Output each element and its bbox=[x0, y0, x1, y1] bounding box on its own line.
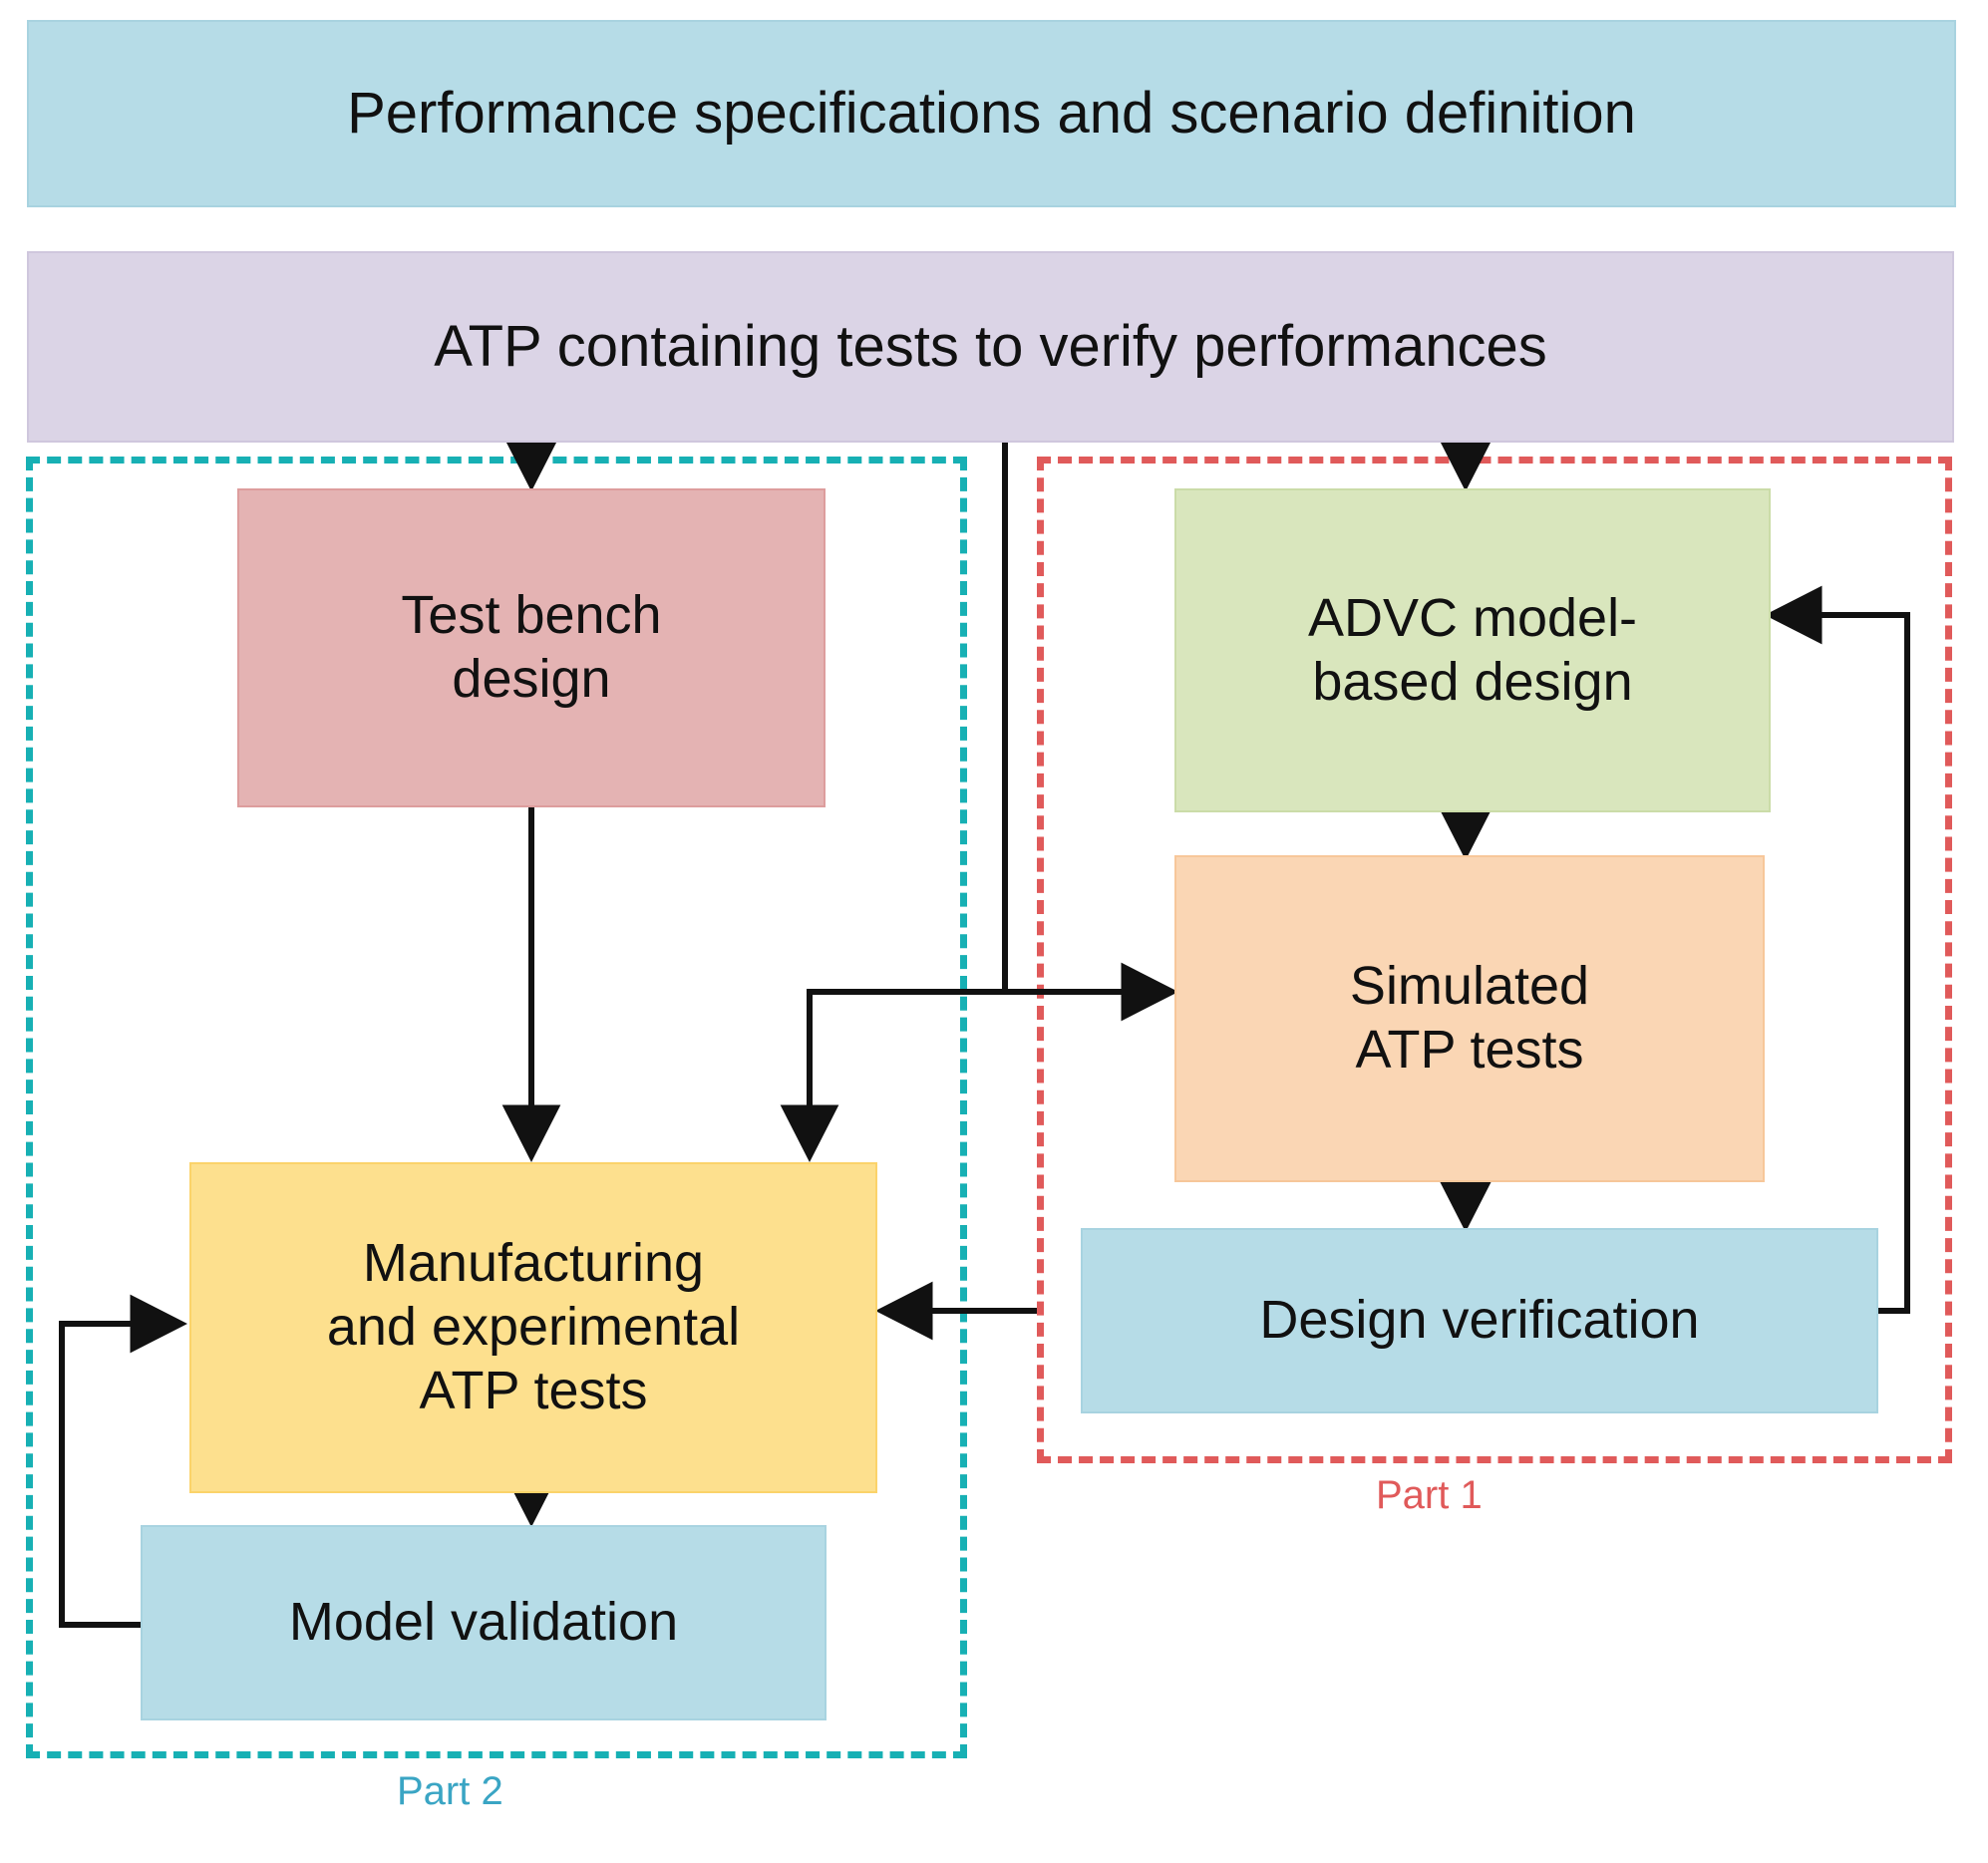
node-design-verification[interactable]: Design verification bbox=[1081, 1228, 1878, 1413]
node-performance-specifications-label: Performance specifications and scenario … bbox=[347, 80, 1636, 146]
node-test-bench-design-label: Test bench design bbox=[401, 585, 662, 709]
group-label-part-2-text: Part 2 bbox=[397, 1769, 503, 1813]
node-performance-specifications[interactable]: Performance specifications and scenario … bbox=[27, 20, 1956, 207]
group-label-part-2: Part 2 bbox=[397, 1769, 503, 1814]
node-simulated-atp-tests-label: Simulated ATP tests bbox=[1349, 956, 1590, 1080]
node-atp-tests[interactable]: ATP containing tests to verify performan… bbox=[27, 251, 1954, 443]
group-label-part-1-text: Part 1 bbox=[1376, 1473, 1483, 1517]
node-simulated-atp-tests[interactable]: Simulated ATP tests bbox=[1174, 855, 1765, 1182]
node-manufacturing-atp-tests-label: Manufacturing and experimental ATP tests bbox=[326, 1233, 741, 1420]
group-label-part-1: Part 1 bbox=[1376, 1473, 1483, 1518]
node-model-validation-label: Model validation bbox=[288, 1592, 679, 1653]
node-design-verification-label: Design verification bbox=[1259, 1290, 1700, 1351]
node-advc-model-based-design-label: ADVC model- based design bbox=[1307, 587, 1638, 712]
node-model-validation[interactable]: Model validation bbox=[141, 1525, 827, 1720]
node-advc-model-based-design[interactable]: ADVC model- based design bbox=[1174, 488, 1771, 812]
node-test-bench-design[interactable]: Test bench design bbox=[237, 488, 826, 807]
node-atp-tests-label: ATP containing tests to verify performan… bbox=[434, 313, 1547, 379]
node-manufacturing-atp-tests[interactable]: Manufacturing and experimental ATP tests bbox=[189, 1162, 877, 1493]
